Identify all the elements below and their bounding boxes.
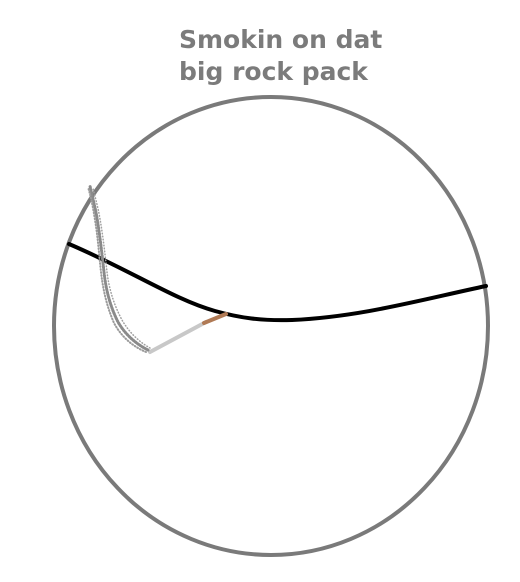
rock-horizon-line <box>67 242 488 323</box>
smoke-trail <box>87 184 151 353</box>
caption-line-1: Smokin on dat <box>179 25 383 54</box>
cigarette-ember <box>202 312 228 325</box>
caption-line-2: big rock pack <box>179 57 368 86</box>
rock-circle <box>52 95 490 557</box>
cigarette-body <box>148 320 208 354</box>
caption-text: Smokin on dat big rock pack <box>179 24 382 88</box>
